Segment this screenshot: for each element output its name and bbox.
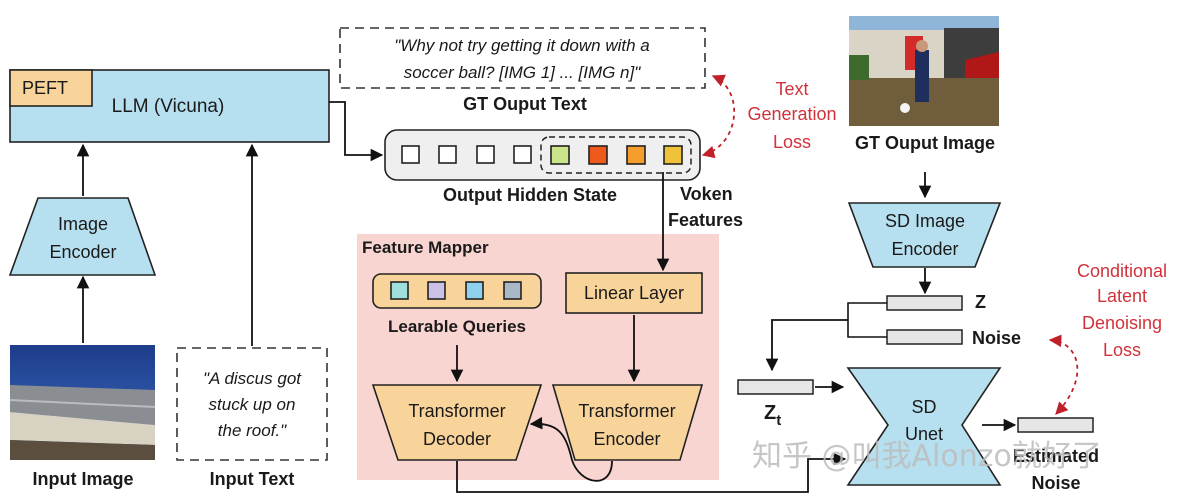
- z-bar: [886, 295, 963, 311]
- input-text-box: [176, 347, 328, 461]
- transformer-decoder-label-1: Transformer: [408, 401, 505, 421]
- voken-token: [626, 145, 646, 165]
- sd-encoder-label-1: SD Image: [885, 211, 965, 231]
- feature-mapper-title: Feature Mapper: [362, 238, 489, 257]
- input-text-line-1: "A discus got: [203, 369, 302, 388]
- input-text-line-2: stuck up on: [209, 395, 296, 414]
- watermark: 知乎 @叫我Alonzo就好了: [752, 439, 1102, 474]
- gt-text-line-2: soccer ball? [IMG 1] ... [IMG n]": [404, 63, 642, 82]
- voken-token: [588, 145, 608, 165]
- input-text-line-3: the roof.": [218, 421, 287, 440]
- image-encoder-label-2: Encoder: [49, 242, 116, 262]
- gt-output-image: [849, 16, 999, 126]
- voken-token: [663, 145, 683, 165]
- transformer-decoder: [371, 384, 543, 461]
- z-label: Z: [975, 292, 986, 312]
- hidden-token: [476, 145, 495, 164]
- voken-group-box: [540, 136, 692, 174]
- input-text-caption: Input Text: [210, 469, 295, 489]
- sd-image-encoder: [847, 202, 1002, 268]
- peft-label: PEFT: [22, 78, 68, 98]
- gt-text-caption: GT Ouput Text: [463, 94, 587, 114]
- unet-label-2: Unet: [905, 424, 943, 444]
- cond-loss-label-4: Loss: [1103, 340, 1141, 360]
- gt-text-line-1: "Why not try getting it down with a: [394, 36, 649, 55]
- voken-token: [550, 145, 570, 165]
- learnable-queries-bar: [372, 273, 542, 309]
- hidden-token: [401, 145, 420, 164]
- query-token: [503, 281, 522, 300]
- query-token: [427, 281, 446, 300]
- zt-bar: [737, 379, 814, 395]
- transformer-encoder-label-1: Transformer: [578, 401, 675, 421]
- cond-loss-label-2: Latent: [1097, 286, 1147, 306]
- gt-image-caption: GT Ouput Image: [855, 133, 995, 153]
- transformer-decoder-label-2: Decoder: [423, 429, 491, 449]
- estimated-noise-bar: [1017, 417, 1094, 433]
- estimated-noise-label-2: Noise: [1031, 473, 1080, 493]
- sd-unet: [846, 367, 1002, 486]
- llm-label: LLM (Vicuna): [112, 96, 225, 117]
- linear-layer-label: Linear Layer: [584, 283, 684, 303]
- transformer-encoder-label-2: Encoder: [593, 429, 660, 449]
- text-loss-label-2: Generation: [747, 104, 836, 124]
- hidden-state-caption: Output Hidden State: [443, 185, 617, 205]
- query-token: [390, 281, 409, 300]
- voken-label-2: Features: [668, 210, 743, 230]
- hidden-token: [438, 145, 457, 164]
- linear-layer: [565, 272, 703, 314]
- transformer-encoder: [551, 384, 704, 461]
- peft-block: [9, 69, 93, 107]
- query-token: [465, 281, 484, 300]
- estimated-noise-label-1: Estimated: [1013, 446, 1099, 466]
- hidden-token: [513, 145, 532, 164]
- text-loss-label-3: Loss: [773, 132, 811, 152]
- image-encoder-label-1: Image: [58, 214, 108, 234]
- hidden-state-bar: [384, 129, 701, 181]
- image-encoder: [8, 197, 157, 276]
- input-image: [9, 345, 156, 460]
- learnable-queries-caption: Learable Queries: [388, 317, 526, 336]
- text-loss-label-1: Text: [775, 79, 808, 99]
- cond-loss-label-3: Denoising: [1082, 313, 1162, 333]
- voken-label-1: Voken: [680, 184, 733, 204]
- gt-text-box: [339, 27, 706, 89]
- unet-label-1: SD: [911, 397, 936, 417]
- noise-label: Noise: [972, 328, 1021, 348]
- cond-loss-label-1: Conditional: [1077, 261, 1167, 281]
- noise-bar: [886, 329, 963, 345]
- sd-encoder-label-2: Encoder: [891, 239, 958, 259]
- zt-label: Zt: [764, 402, 781, 429]
- input-image-caption: Input Image: [32, 469, 133, 489]
